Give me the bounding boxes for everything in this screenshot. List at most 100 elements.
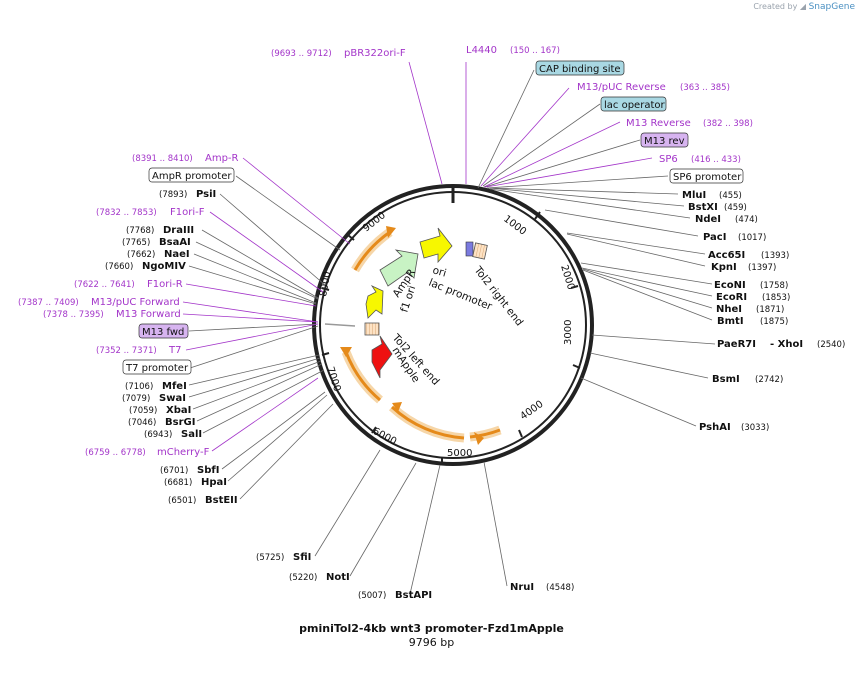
- enzyme-label: BsmI: [712, 374, 740, 385]
- site-pos: (1017): [738, 233, 766, 243]
- enzyme-label: BstEII: [205, 495, 238, 506]
- enzyme-label: BmtI: [717, 316, 744, 327]
- enzyme-label: PaeR7I: [717, 339, 756, 350]
- feature-label-t7-promoter: T7 promoter: [125, 363, 189, 374]
- feature-label-m13-rev: M13 rev: [644, 136, 685, 147]
- site-pos: (1871): [756, 305, 784, 315]
- site-pos: (150 .. 167): [510, 46, 560, 56]
- site-pos: (7059): [129, 406, 157, 416]
- site-pos: (4548): [546, 583, 574, 593]
- primer-label: F1ori-F: [170, 207, 205, 218]
- enzyme-label: MfeI: [162, 381, 187, 392]
- site-pos: (455): [719, 191, 742, 201]
- primer-label: SP6: [659, 154, 678, 165]
- site-pos: (7660): [105, 262, 133, 272]
- site-pos: (7352 .. 7371): [96, 346, 157, 356]
- site-pos: (7387 .. 7409): [18, 298, 79, 308]
- enzyme-label: NaeI: [164, 249, 190, 260]
- ampr-arrow: [379, 249, 419, 287]
- primer-label: F1ori-R: [147, 279, 183, 290]
- site-pos: (8391 .. 8410): [132, 154, 193, 164]
- site-pos: (363 .. 385): [680, 83, 730, 93]
- feature-box-m13-fwd: [138, 323, 189, 339]
- feature-label-lac-operator: lac operator: [604, 100, 665, 111]
- feature-label-ampr-promoter: AmpR promoter: [152, 171, 232, 182]
- feature-box-t7-promoter: [122, 359, 192, 375]
- ring-ticks: [321, 211, 581, 465]
- tol2-right-box: [472, 242, 488, 260]
- primer-label: M13 Forward: [116, 309, 181, 320]
- feature-label-ori: ori: [431, 264, 447, 279]
- enzyme-label: NdeI: [695, 214, 721, 225]
- site-pos: (7832 .. 7853): [96, 208, 157, 218]
- tick-label: 3000: [563, 320, 574, 345]
- site-pos: (5725): [256, 553, 284, 563]
- site-pos: (6759 .. 6778): [85, 448, 146, 458]
- site-pos: (7622 .. 7641): [74, 280, 135, 290]
- feature-box-lac-operator: [600, 96, 667, 112]
- site-pos: (7046): [128, 418, 156, 428]
- snapgene-credit: Created by ◢ SnapGene: [753, 2, 855, 12]
- site-pos: (6501): [168, 496, 196, 506]
- site-pos: (5220): [289, 573, 317, 583]
- ori-arrow: [419, 227, 453, 264]
- credit-brand: SnapGene: [808, 2, 855, 12]
- backbone-inner: [319, 191, 587, 459]
- enzyme-label: HpaI: [201, 477, 227, 488]
- enzyme-label: NgoMIV: [142, 261, 186, 272]
- enzyme-label: NotI: [326, 572, 350, 583]
- tick-label: 4000: [518, 399, 545, 423]
- feature-box-cap: [535, 60, 625, 76]
- lac-promoter-box: [465, 241, 474, 257]
- enzyme-label: EcoNI: [714, 280, 746, 291]
- enzyme-label: BsaAI: [159, 237, 191, 248]
- site-pos: (7893): [159, 190, 187, 200]
- enzyme-label: - XhoI: [770, 339, 803, 350]
- enzyme-label: PsiI: [196, 189, 216, 200]
- leader-lines: [182, 61, 716, 595]
- tick-label: 5000: [447, 448, 472, 459]
- feature-box-ampr-promoter: [148, 167, 235, 183]
- orange-arrowheads: [340, 226, 484, 445]
- site-pos: (3033): [741, 423, 769, 433]
- site-pos: (7768): [126, 226, 154, 236]
- enzyme-label: SbfI: [197, 465, 219, 476]
- site-pos: (1875): [760, 317, 788, 327]
- plasmid-length: 9796 bp: [408, 636, 455, 649]
- tol2-left-box: [364, 322, 380, 336]
- snapgene-logo-icon: ◢: [799, 2, 807, 11]
- site-pos: (6681): [164, 478, 192, 488]
- site-pos: (6701): [160, 466, 188, 476]
- feature-label-m13-fwd: M13 fwd: [142, 327, 184, 338]
- f1ori-arrow: [365, 285, 384, 319]
- enzyme-label: PacI: [703, 232, 726, 243]
- enzyme-label: EcoRI: [716, 292, 747, 303]
- feature-label-sp6-promoter: SP6 promoter: [673, 172, 742, 183]
- credit-prefix: Created by: [753, 2, 798, 11]
- site-pos: (416 .. 433): [691, 155, 741, 165]
- plasmid-name: pminiTol2-4kb wnt3 promoter-Fzd1mApple: [299, 622, 564, 635]
- site-pos: (7378 .. 7395): [43, 310, 104, 320]
- site-pos: (6943): [144, 430, 172, 440]
- site-pos: (7765): [122, 238, 150, 248]
- primer-label: T7: [168, 345, 181, 356]
- site-pos: (2540): [817, 340, 845, 350]
- feature-label-cap: CAP binding site: [539, 64, 621, 75]
- mcs-marker: [324, 323, 356, 327]
- enzyme-label: KpnI: [711, 262, 737, 273]
- enzyme-label: BsrGI: [165, 417, 195, 428]
- enzyme-label: XbaI: [166, 405, 191, 416]
- enzyme-label: NheI: [716, 304, 742, 315]
- enzyme-label: PshAI: [699, 422, 731, 433]
- primer-label: Amp-R: [205, 153, 239, 164]
- site-pos: (7106): [125, 382, 153, 392]
- primer-label: M13/pUC Reverse: [577, 82, 666, 93]
- site-pos: (7079): [122, 394, 150, 404]
- enzyme-label: BstAPI: [395, 590, 432, 601]
- tick-label: 8000: [318, 271, 333, 298]
- tick-label: 1000: [501, 214, 528, 238]
- site-pos: (5007): [358, 591, 386, 601]
- orange-features: [341, 228, 502, 443]
- enzyme-label: SfiI: [293, 552, 311, 563]
